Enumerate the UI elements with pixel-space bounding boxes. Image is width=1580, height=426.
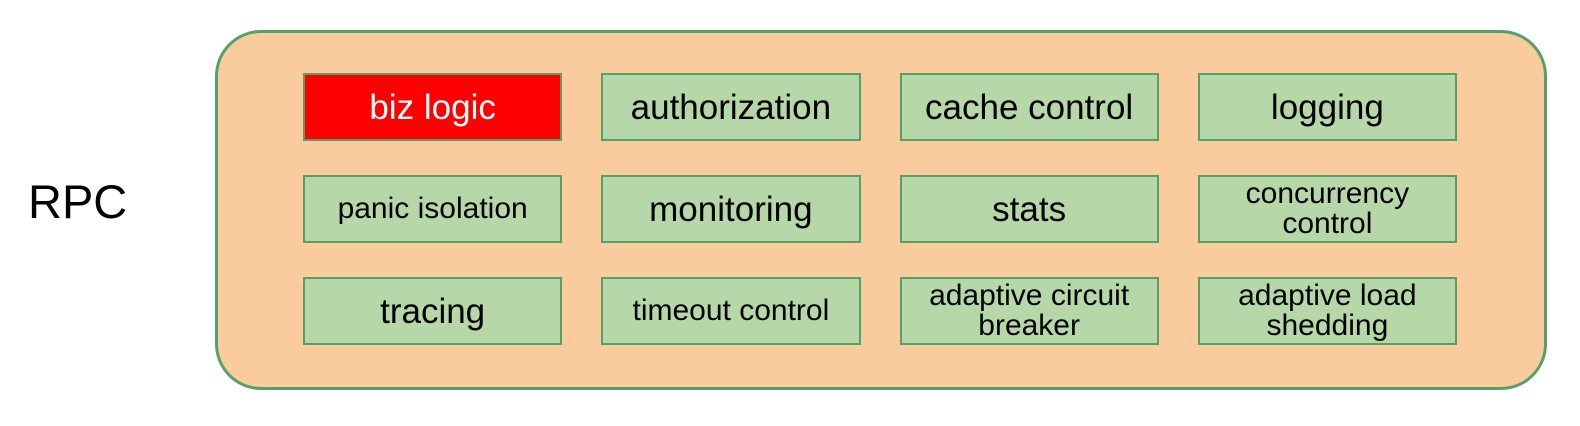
component-box-panic-isolation: panic isolation — [303, 175, 563, 243]
component-box-cache-control: cache control — [899, 73, 1159, 141]
rpc-label: RPC — [28, 175, 128, 228]
component-box-biz-logic: biz logic — [303, 73, 563, 141]
component-box-monitoring: monitoring — [601, 175, 861, 243]
component-box-concurrency-control: concurrency control — [1197, 175, 1457, 243]
component-box-stats: stats — [899, 175, 1159, 243]
component-box-adaptive-load-shedding: adaptive load shedding — [1197, 277, 1457, 345]
component-box-logging: logging — [1197, 73, 1457, 141]
component-grid: biz logic authorization cache control loggi… — [218, 33, 1544, 387]
component-box-adaptive-circuit-breaker: adaptive circuit breaker — [899, 277, 1159, 345]
rpc-container: biz logic authorization cache control loggi… — [215, 30, 1547, 390]
component-box-tracing: tracing — [303, 277, 563, 345]
component-box-timeout-control: timeout control — [601, 277, 861, 345]
component-box-authorization: authorization — [601, 73, 861, 141]
